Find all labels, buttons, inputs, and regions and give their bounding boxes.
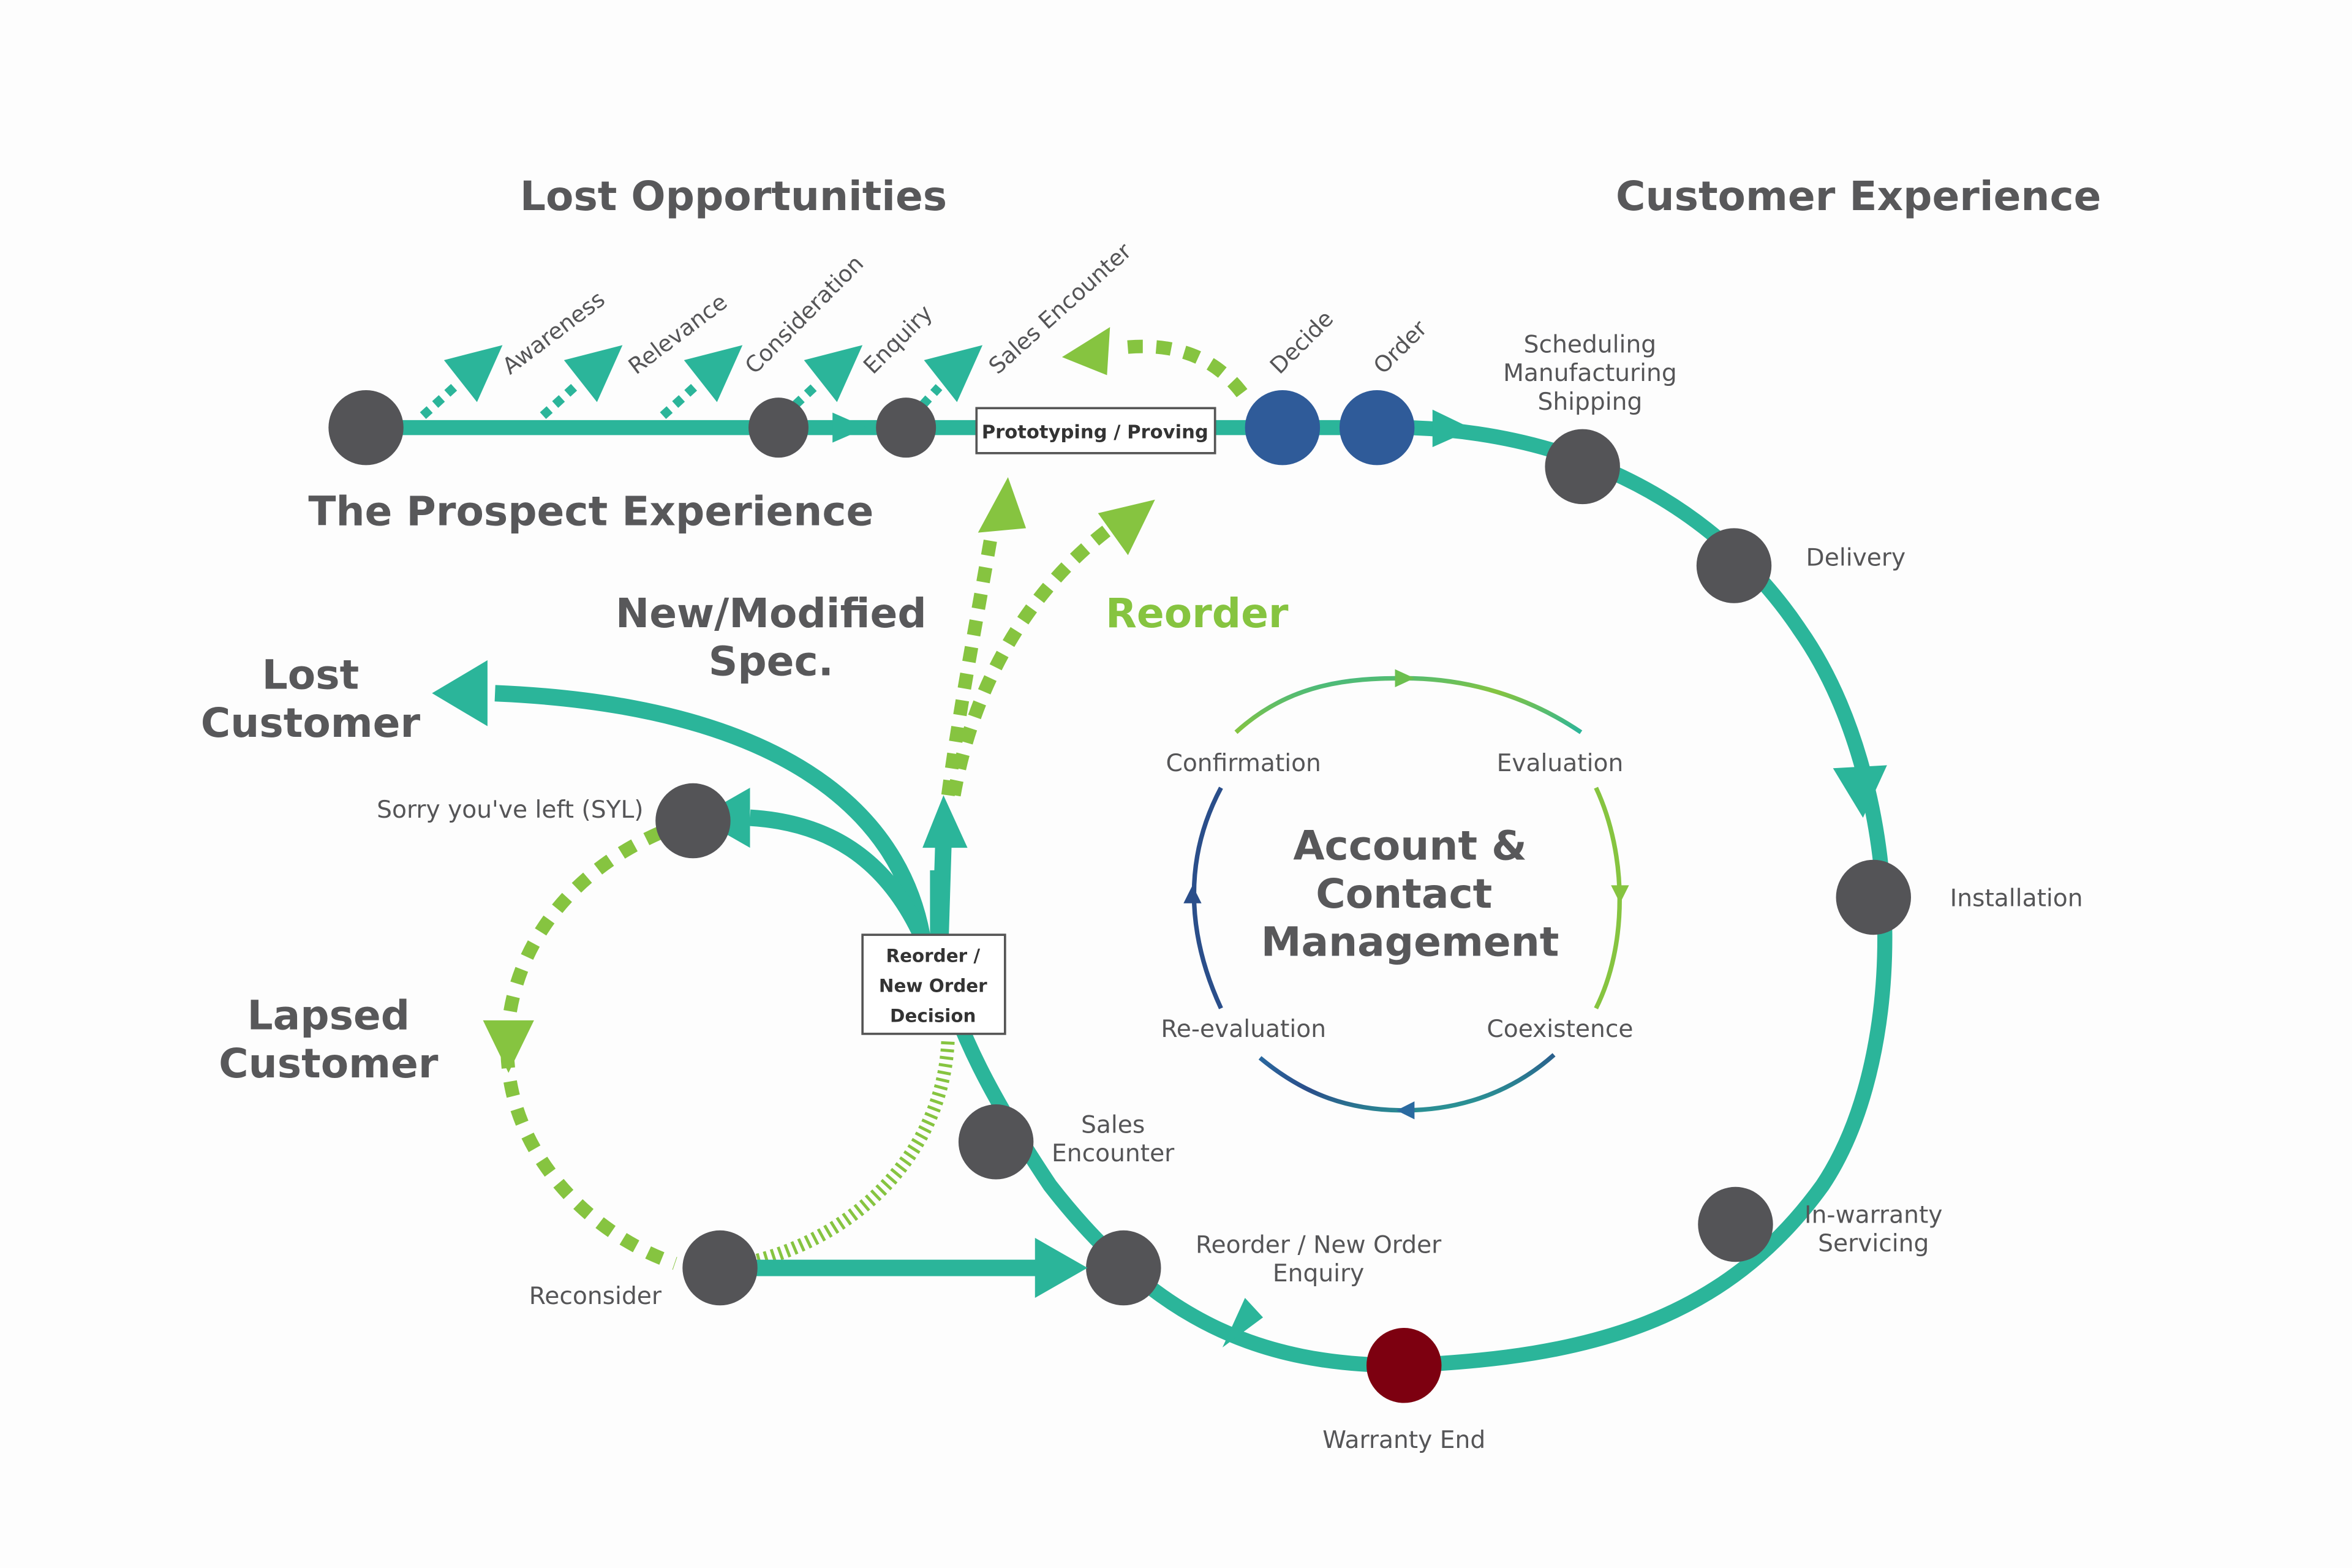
- reorder-dotted-path: [947, 522, 1114, 797]
- reorder-decision-box[interactable]: Reorder / New Order Decision: [861, 933, 1006, 1035]
- sales-encounter-label-line1: Sales: [1081, 1112, 1145, 1139]
- prototyping-box[interactable]: Prototyping / Proving: [975, 407, 1216, 454]
- cycle-arc-top: [1234, 676, 1583, 734]
- cycle-evaluation-label: Evaluation: [1497, 750, 1624, 777]
- sales-encounter-node[interactable]: [958, 1104, 1034, 1180]
- lapsed-customer-heading-line1: Lapsed: [247, 992, 410, 1039]
- cycle-arc-bottom: [1258, 1053, 1556, 1113]
- decision-box-line1: Reorder /: [886, 945, 980, 966]
- relevance-arrow-icon: [540, 345, 623, 420]
- up-branch-path: [932, 840, 952, 938]
- installation-label: Installation: [1950, 885, 2083, 913]
- cycle-arrow-bottom-icon: [1396, 1101, 1415, 1120]
- shipping-label: Shipping: [1537, 388, 1642, 416]
- consideration-arrow-icon: [660, 345, 743, 420]
- loop-arrow-warranty-icon: [1222, 1298, 1264, 1348]
- enquiry-node[interactable]: [876, 398, 937, 458]
- delivery-label: Delivery: [1806, 545, 1906, 572]
- prospect-arrow-icon: [832, 412, 867, 443]
- order-node[interactable]: [1339, 390, 1415, 466]
- lapsed-customer-heading-line2: Customer: [219, 1040, 439, 1087]
- scheduling-label: Scheduling: [1524, 331, 1656, 359]
- new-spec-arrow-icon: [978, 477, 1027, 533]
- stage-label-order: Order: [1368, 315, 1433, 379]
- prototyping-box-label: Prototyping / Proving: [982, 421, 1208, 443]
- reconsider-arrow-icon: [1035, 1238, 1088, 1298]
- manufacturing-label: Manufacturing: [1503, 360, 1677, 387]
- cycle-confirmation-label: Confirmation: [1166, 750, 1321, 777]
- decide-back-dotted-path: [1117, 339, 1248, 398]
- cycle-arrow-left-icon: [1183, 885, 1202, 903]
- lost-customer-path: [494, 685, 931, 940]
- syl-path: [749, 809, 930, 941]
- cycle-title-line3: Management: [1261, 918, 1559, 965]
- up-branch-arrow-icon: [922, 795, 968, 848]
- lost-customer-arrow-icon: [432, 660, 488, 726]
- cycle-coexistence-label: Coexistence: [1487, 1016, 1633, 1043]
- reorder-enquiry-label-line1: Reorder / New Order: [1196, 1232, 1442, 1259]
- consideration-node[interactable]: [748, 398, 809, 458]
- decide-back-arrow-icon: [1061, 327, 1110, 375]
- new-spec-dotted-path: [941, 524, 1000, 796]
- customer-experience-heading: Customer Experience: [1616, 173, 2101, 220]
- servicing-label: Servicing: [1818, 1230, 1929, 1257]
- cycle-title-line1: Account &: [1293, 823, 1526, 870]
- cycle-arrow-right-icon: [1611, 885, 1629, 903]
- new-modified-spec-heading-line1: New/Modified: [616, 590, 927, 637]
- cycle-title-line2: Contact: [1316, 870, 1492, 918]
- warranty-end-node[interactable]: [1366, 1328, 1442, 1403]
- sales-encounter-arrow-icon: [919, 345, 983, 409]
- in-warranty-node[interactable]: [1698, 1186, 1773, 1262]
- stage-label-enquiry: Enquiry: [858, 300, 937, 379]
- lapsed-arrow-icon: [483, 1020, 534, 1073]
- cycle-arrow-top-icon: [1395, 669, 1415, 687]
- decision-box-line3: Decision: [890, 1005, 976, 1026]
- prospect-start-node[interactable]: [328, 390, 404, 466]
- stage-label-sales-encounter: Sales Encounter: [984, 238, 1137, 380]
- scheduling-node[interactable]: [1545, 429, 1620, 505]
- reorder-arrow-icon: [1098, 499, 1155, 556]
- stage-label-decide: Decide: [1265, 305, 1338, 379]
- lost-opportunities-heading: Lost Opportunities: [520, 173, 947, 220]
- enquiry-arrow-icon: [791, 345, 863, 409]
- reorder-enquiry-label-line2: Enquiry: [1273, 1260, 1364, 1287]
- syl-node[interactable]: [655, 783, 731, 859]
- loop-arrow-order-icon: [1432, 409, 1473, 448]
- lapsed-dotted-path: [500, 826, 677, 1270]
- reconsider-node[interactable]: [682, 1230, 758, 1306]
- lost-customer-heading-line2: Customer: [201, 699, 421, 747]
- delivery-node[interactable]: [1696, 528, 1772, 603]
- reorder-enquiry-node[interactable]: [1086, 1230, 1161, 1306]
- cycle-re-evaluation-label: Re-evaluation: [1161, 1016, 1326, 1043]
- lost-opportunity-arrows: [420, 345, 983, 420]
- syl-label: Sorry you've left (SYL): [377, 796, 643, 824]
- prospect-experience-heading: The Prospect Experience: [308, 488, 873, 535]
- lost-customer-heading-line1: Lost: [262, 651, 360, 698]
- reorder-heading: Reorder: [1106, 590, 1289, 637]
- decision-box-line2: New Order: [879, 975, 987, 996]
- warranty-end-label: Warranty End: [1322, 1427, 1485, 1454]
- decide-node[interactable]: [1245, 390, 1321, 466]
- installation-node[interactable]: [1836, 859, 1911, 935]
- in-warranty-label: In-warranty: [1804, 1202, 1942, 1229]
- reconsider-hatched-path: [755, 1038, 955, 1267]
- reconsider-label: Reconsider: [529, 1283, 662, 1310]
- account-cycle: Confirmation Evaluation Coexistence Re-e…: [1161, 669, 1633, 1120]
- new-modified-spec-heading-line2: Spec.: [709, 638, 834, 685]
- sales-encounter-label-line2: Encounter: [1052, 1140, 1175, 1167]
- awareness-arrow-icon: [420, 345, 503, 420]
- loop-arrow-installation-icon: [1833, 765, 1887, 818]
- cycle-arc-right: [1594, 786, 1622, 1009]
